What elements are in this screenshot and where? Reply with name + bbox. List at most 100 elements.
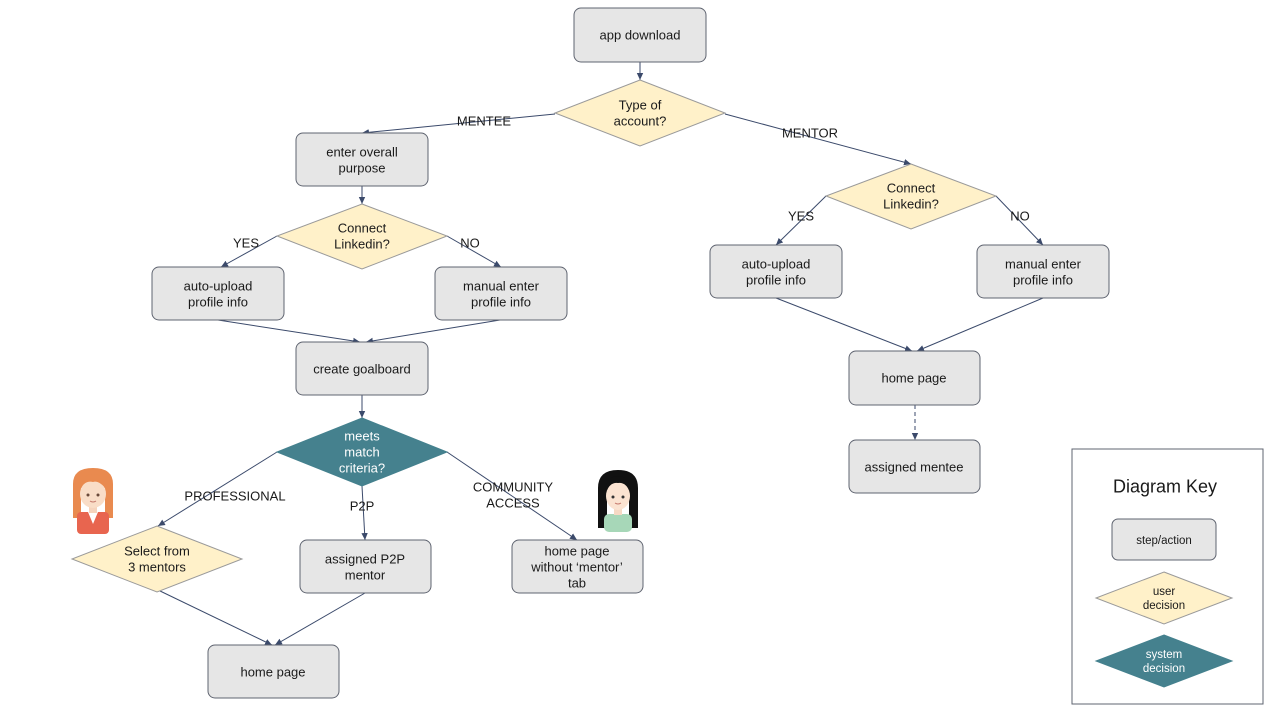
woman-black-hair-avatar-icon: [598, 470, 638, 532]
edge-mentor-auto-to-home: [775, 297, 913, 352]
edge-mentor-linkedin-yes: [775, 195, 827, 246]
mentor-home-box: [848, 350, 981, 406]
mentee-home-label: home page: [240, 665, 305, 680]
text-line: meets: [344, 429, 380, 444]
text-line: assigned P2P: [325, 552, 405, 567]
key-system-decision-swatch: [1094, 634, 1234, 688]
text-line: step/action: [1136, 535, 1192, 547]
edge-select-to-home: [157, 589, 273, 646]
text-line: manual enter: [463, 279, 540, 294]
text-line: Linkedin?: [334, 237, 390, 252]
woman-red-hair-avatar-icon: [73, 468, 113, 534]
text-line: PROFESSIONAL: [184, 489, 285, 504]
text-line: home page: [544, 544, 609, 559]
key-step-label: step/action: [1136, 535, 1192, 547]
text-line: manual enter: [1005, 257, 1082, 272]
text-line: profile info: [471, 295, 531, 310]
edges: [157, 62, 1044, 646]
app-download-box: [573, 7, 707, 63]
mentor-linkedin-decision: [824, 163, 998, 230]
text-line: enter overall: [326, 145, 398, 160]
text-line: ACCESS: [486, 496, 540, 511]
text-line: profile info: [1013, 273, 1073, 288]
edge-type-to-purpose: [361, 113, 556, 136]
enter-purpose-box: [295, 132, 429, 187]
mentee-edge-label: MENTEE: [457, 114, 512, 129]
edge-type-to-mentor-linkedin: [724, 113, 912, 166]
assigned-p2p-box: [299, 539, 432, 594]
text-line: profile info: [188, 295, 248, 310]
select-mentors-decision: [70, 525, 244, 593]
text-line: home page: [240, 665, 305, 680]
text-line: Diagram Key: [1113, 476, 1217, 496]
professional-edge-label: PROFESSIONAL: [184, 489, 285, 504]
text-line: mentor: [345, 568, 386, 583]
mentor-no-label: NO: [1010, 209, 1030, 224]
text-line: NO: [1010, 209, 1030, 224]
p2p-edge-label: P2P: [350, 499, 375, 514]
mentee-manual-box: [434, 266, 568, 321]
key-user-decision-label: user decision: [1143, 586, 1185, 612]
text-line: auto-upload: [742, 257, 811, 272]
text-line: tab: [568, 575, 586, 590]
edge-manual-to-goalboard: [365, 319, 501, 345]
text-line: decision: [1143, 663, 1185, 675]
mentor-auto-upload-box: [709, 244, 843, 299]
edge-match-professional: [157, 451, 278, 527]
edge-auto-to-goalboard: [217, 319, 361, 345]
assigned-mentee-box: [848, 439, 981, 494]
text-line: purpose: [339, 161, 386, 176]
app-download-label: app download: [600, 28, 681, 43]
text-line: criteria?: [339, 460, 385, 475]
text-line: Linkedin?: [883, 197, 939, 212]
text-line: create goalboard: [313, 362, 411, 377]
text-line: account?: [614, 114, 667, 129]
mentee-yes-label: YES: [233, 236, 259, 251]
text-line: COMMUNITY: [473, 480, 553, 495]
key-user-decision-swatch: [1094, 571, 1234, 625]
text-line: match: [344, 445, 379, 460]
mentor-yes-label: YES: [788, 209, 814, 224]
type-of-account-decision: [553, 79, 727, 147]
diagram-key: Diagram Key step/action user decision sys…: [1071, 448, 1264, 705]
create-goalboard-box: [295, 341, 429, 396]
edge-mentee-linkedin-no: [446, 235, 502, 268]
edge-match-community: [446, 451, 578, 541]
text-line: profile info: [746, 273, 806, 288]
edge-mentee-linkedin-yes: [220, 235, 278, 268]
create-goalboard-label: create goalboard: [313, 362, 411, 377]
text-line: without ‘mentor’: [530, 560, 623, 575]
text-line: app download: [600, 28, 681, 43]
mentor-manual-box: [976, 244, 1110, 299]
mentee-linkedin-decision: [275, 203, 449, 270]
key-step-swatch: [1111, 518, 1217, 561]
text-line: Select from: [124, 544, 190, 559]
text-line: MENTOR: [782, 126, 838, 141]
meets-match-system-decision: [275, 417, 449, 487]
text-line: home page: [881, 371, 946, 386]
edge-mentor-linkedin-no: [995, 195, 1044, 246]
text-line: Type of: [619, 98, 662, 113]
edge-mentor-manual-to-home: [916, 297, 1044, 352]
text-line: NO: [460, 236, 480, 251]
text-line: user: [1153, 586, 1176, 598]
edge-match-p2p: [361, 485, 368, 541]
text-line: MENTEE: [457, 114, 512, 129]
mentee-home-box: [207, 644, 340, 699]
text-line: decision: [1143, 600, 1185, 612]
text-line: P2P: [350, 499, 375, 514]
text-line: auto-upload: [184, 279, 253, 294]
